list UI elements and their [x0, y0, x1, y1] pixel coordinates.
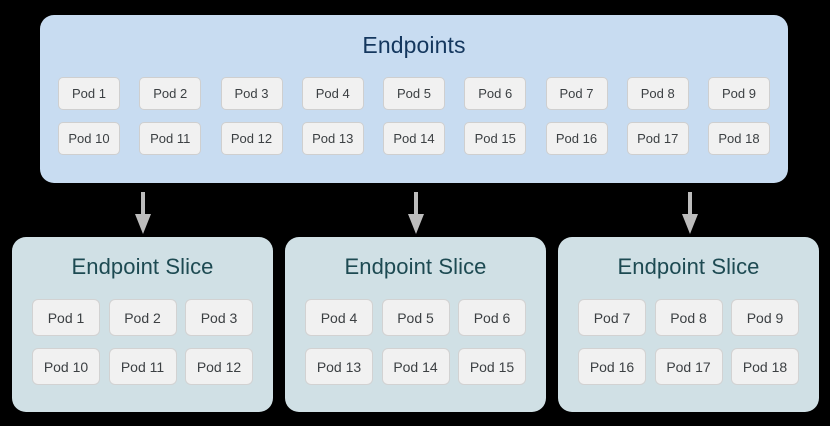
endpoint-slice-panel-1: Endpoint Slice Pod 1 Pod 2 Pod 3 Pod 10 …: [12, 237, 273, 412]
endpoint-slice-panel-2: Endpoint Slice Pod 4 Pod 5 Pod 6 Pod 13 …: [285, 237, 546, 412]
pod-chip: Pod 11: [139, 122, 202, 155]
endpoints-pod-grid: Pod 1 Pod 2 Pod 3 Pod 4 Pod 5 Pod 6 Pod …: [58, 77, 770, 155]
pod-chip: Pod 13: [305, 348, 373, 385]
slice-pod-row: Pod 10 Pod 11 Pod 12: [32, 348, 253, 385]
pod-chip: Pod 4: [301, 77, 364, 110]
pod-chip: Pod 5: [383, 77, 445, 110]
slice-pod-row: Pod 1 Pod 2 Pod 3: [32, 299, 253, 336]
slice-pod-grid: Pod 4 Pod 5 Pod 6 Pod 13 Pod 14 Pod 15: [305, 299, 526, 385]
endpoints-pod-row: Pod 1 Pod 2 Pod 3 Pod 4 Pod 5 Pod 6 Pod …: [58, 77, 770, 110]
arrow-down-icon: [408, 192, 424, 234]
pod-chip: Pod 10: [32, 348, 100, 385]
pod-chip: Pod 1: [58, 77, 120, 110]
pod-chip: Pod 15: [458, 348, 526, 385]
pod-chip: Pod 7: [545, 77, 608, 110]
slice-pod-grid: Pod 1 Pod 2 Pod 3 Pod 10 Pod 11 Pod 12: [32, 299, 253, 385]
pod-chip: Pod 13: [301, 122, 364, 155]
pod-chip: Pod 11: [108, 348, 177, 385]
pod-chip: Pod 2: [139, 77, 202, 110]
pod-chip: Pod 1: [32, 299, 100, 336]
endpoints-pod-row: Pod 10 Pod 11 Pod 12 Pod 13 Pod 14 Pod 1…: [58, 122, 770, 155]
pod-chip: Pod 3: [220, 77, 283, 110]
endpoint-slice-title: Endpoint Slice: [344, 254, 487, 279]
pod-chip: Pod 5: [381, 299, 450, 336]
pod-chip: Pod 14: [381, 348, 450, 385]
pod-chip: Pod 2: [108, 299, 177, 336]
pod-chip: Pod 14: [383, 122, 445, 155]
pod-chip: Pod 18: [708, 122, 770, 155]
arrow-to-slice-1: [132, 192, 154, 234]
arrow-down-icon: [682, 192, 698, 234]
pod-chip: Pod 12: [220, 122, 283, 155]
slice-pod-row: Pod 13 Pod 14 Pod 15: [305, 348, 526, 385]
pod-chip: Pod 3: [185, 299, 253, 336]
endpoints-title: Endpoints: [362, 32, 466, 58]
slice-pod-row: Pod 16 Pod 17 Pod 18: [578, 348, 799, 385]
pod-chip: Pod 8: [654, 299, 723, 336]
endpoint-slice-title: Endpoint Slice: [71, 254, 214, 279]
pod-chip: Pod 16: [578, 348, 646, 385]
pod-chip: Pod 4: [305, 299, 373, 336]
pod-chip: Pod 17: [654, 348, 723, 385]
pod-chip: Pod 8: [626, 77, 689, 110]
pod-chip: Pod 7: [578, 299, 646, 336]
pod-chip: Pod 12: [185, 348, 253, 385]
pod-chip: Pod 10: [58, 122, 120, 155]
slice-pod-row: Pod 4 Pod 5 Pod 6: [305, 299, 526, 336]
pod-chip: Pod 9: [708, 77, 770, 110]
pod-chip: Pod 6: [464, 77, 527, 110]
pod-chip: Pod 17: [626, 122, 689, 155]
pod-chip: Pod 9: [731, 299, 799, 336]
pod-chip: Pod 18: [731, 348, 799, 385]
endpoint-slice-title: Endpoint Slice: [617, 254, 760, 279]
pod-chip: Pod 15: [464, 122, 527, 155]
pod-chip: Pod 16: [545, 122, 608, 155]
slice-pod-grid: Pod 7 Pod 8 Pod 9 Pod 16 Pod 17 Pod 18: [578, 299, 799, 385]
arrow-down-icon: [135, 192, 151, 234]
pod-chip: Pod 6: [458, 299, 526, 336]
arrow-to-slice-2: [405, 192, 427, 234]
endpoint-slice-panel-3: Endpoint Slice Pod 7 Pod 8 Pod 9 Pod 16 …: [558, 237, 819, 412]
arrow-to-slice-3: [679, 192, 701, 234]
slice-pod-row: Pod 7 Pod 8 Pod 9: [578, 299, 799, 336]
endpoints-panel: Endpoints Pod 1 Pod 2 Pod 3 Pod 4 Pod 5 …: [40, 15, 788, 183]
